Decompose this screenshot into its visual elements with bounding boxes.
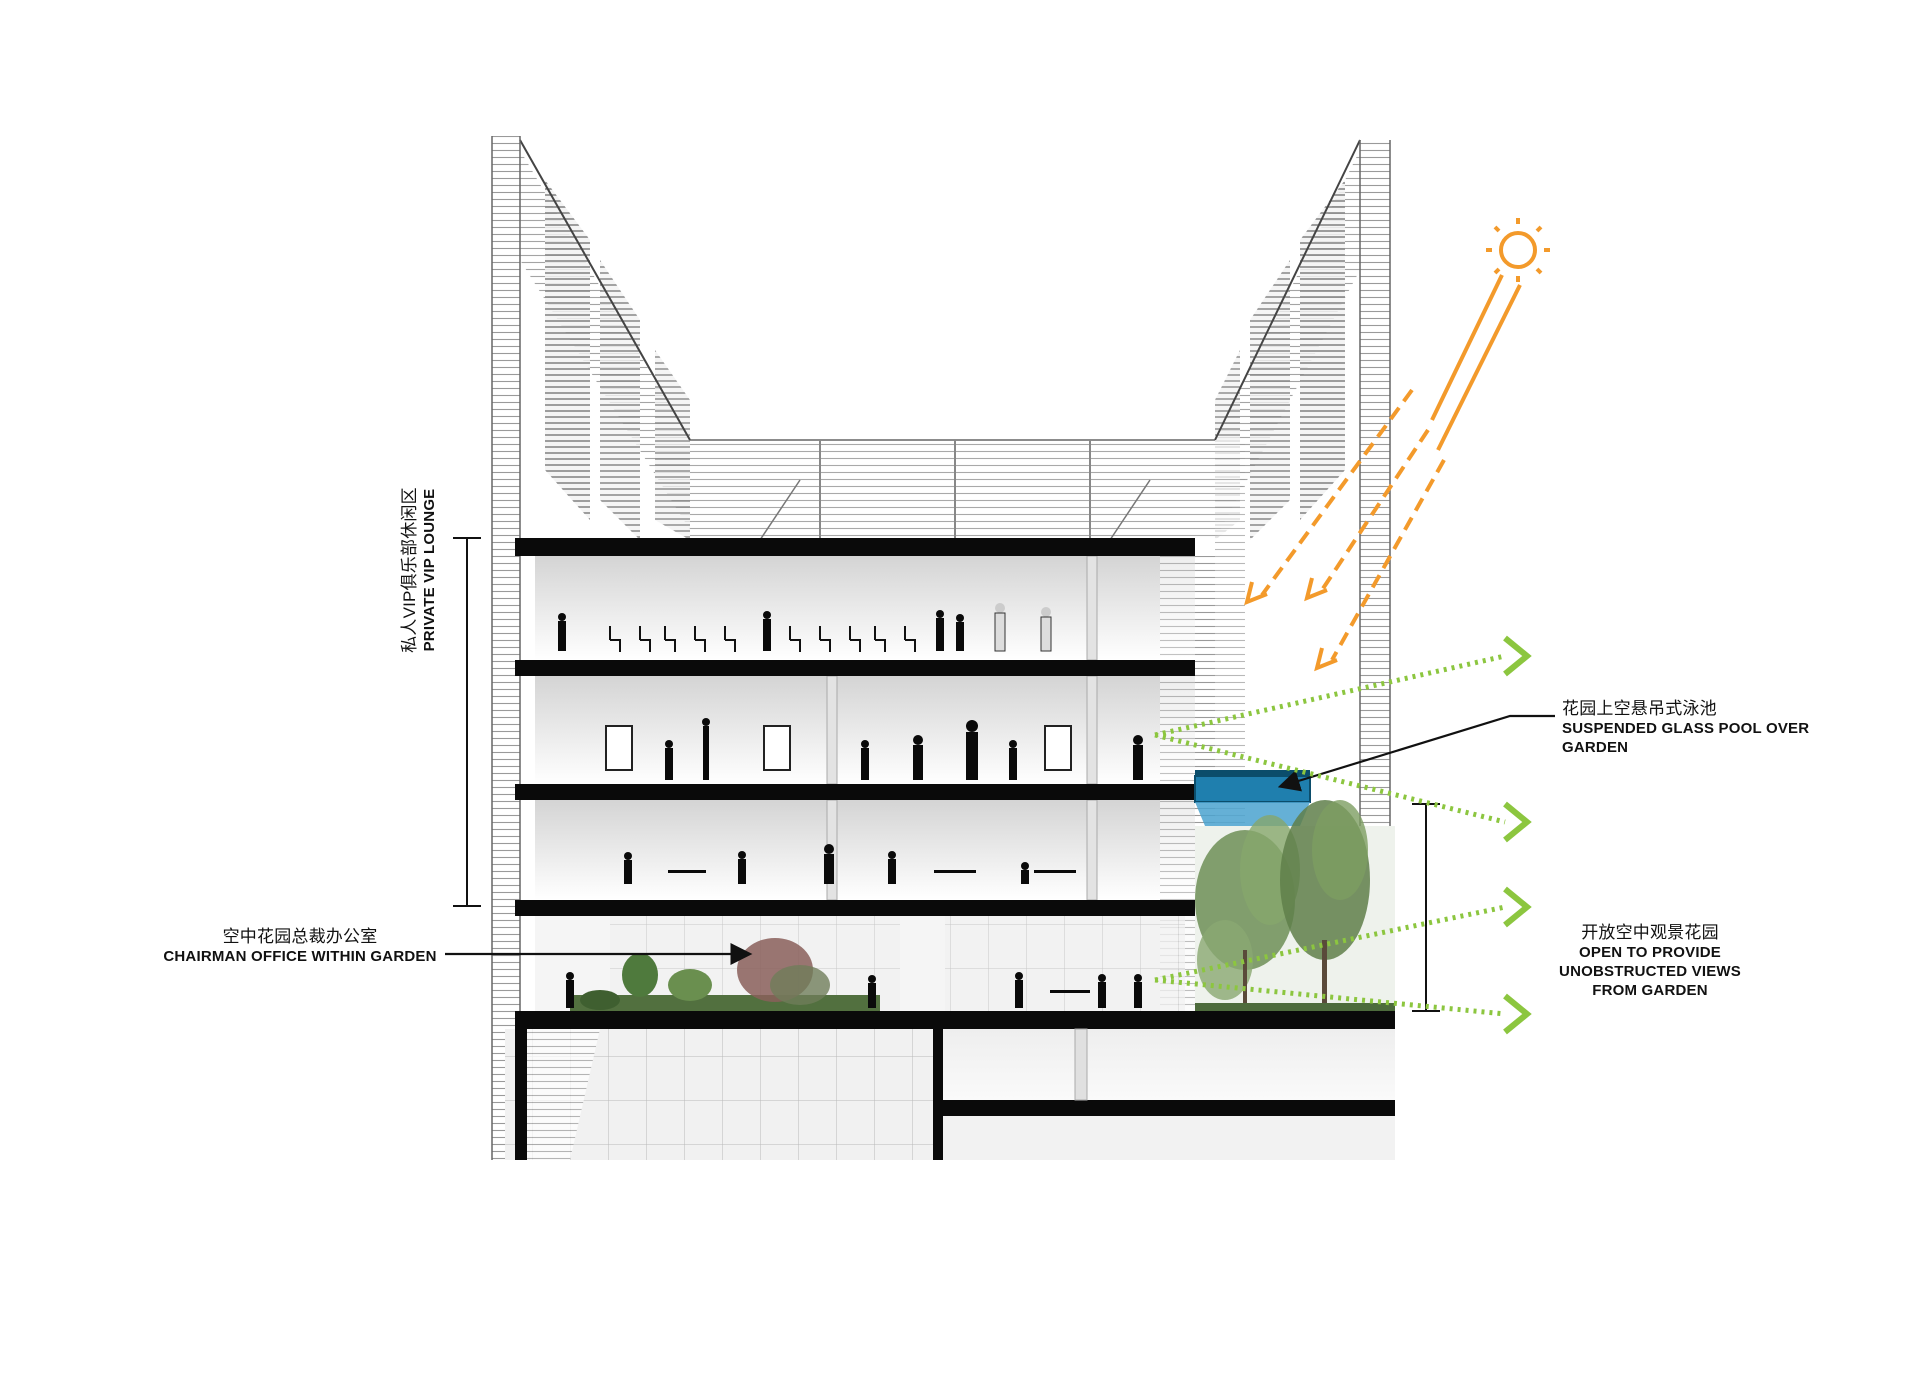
chairman-office-label: 空中花园总裁办公室 CHAIRMAN OFFICE WITHIN GARDEN	[120, 922, 480, 966]
open-sky-garden	[1195, 800, 1395, 1011]
view-arrows	[1154, 635, 1532, 1035]
chairman-garden-plants	[570, 938, 880, 1011]
rooftop-screen	[690, 439, 1215, 541]
leader-arrows	[445, 714, 1555, 965]
glass-pool-label-en-1: SUSPENDED GLASS POOL OVER	[1562, 720, 1810, 737]
open-views-label-en-2: UNOBSTRUCTED VIEWS	[1559, 963, 1741, 980]
floor-slabs	[515, 538, 1395, 1116]
chairman-office-label-cn: 空中花园总裁办公室	[222, 927, 378, 946]
lower-level	[505, 1028, 1395, 1160]
vip-lounge-label-en: PRIVATE VIP LOUNGE	[421, 488, 438, 652]
floor-3-people	[624, 844, 1076, 884]
suspended-glass-pool	[1194, 770, 1311, 826]
open-views-label-en-3: FROM GARDEN	[1592, 982, 1708, 999]
glass-pool-label: 花园上空悬吊式泳池 SUSPENDED GLASS POOL OVER GARD…	[1562, 694, 1862, 757]
chairman-office-label-en: CHAIRMAN OFFICE WITHIN GARDEN	[163, 948, 437, 965]
glass-pool-label-en-2: GARDEN	[1562, 739, 1629, 756]
dashed-arrow-icon	[1304, 577, 1328, 602]
ground-floor-people	[566, 972, 1142, 1008]
pool-leader-arrow	[1277, 714, 1555, 792]
dotted-arrow-icon	[1503, 801, 1532, 843]
open-views-label-cn: 开放空中观景花园	[1581, 923, 1719, 942]
dotted-arrow-icon	[1503, 886, 1532, 928]
people-silhouettes	[558, 603, 1143, 1008]
vip-lounge-label-cn: 私人VIP俱乐部休闲区	[400, 487, 419, 653]
dashed-arrow-icon	[1244, 581, 1268, 606]
dimension-markers	[453, 537, 1440, 1012]
floor-top-people	[558, 603, 1052, 652]
chairs-row	[609, 626, 916, 652]
open-views-label-en-1: OPEN TO PROVIDE	[1579, 944, 1721, 961]
dashed-arrow-icon	[1314, 647, 1338, 672]
sun-icon	[1486, 218, 1550, 282]
dotted-arrow-icon	[1503, 635, 1532, 677]
glass-pool-label-cn: 花园上空悬吊式泳池	[1562, 699, 1717, 718]
left-facade-louvers	[491, 136, 691, 1160]
dotted-arrow-icon	[1503, 993, 1532, 1035]
vip-lounge-label: 私人VIP俱乐部休闲区 PRIVATE VIP LOUNGE	[395, 380, 455, 760]
wall-frames	[605, 725, 1072, 771]
sunlight-rays	[1244, 274, 1522, 672]
open-views-label: 开放空中观景花园 OPEN TO PROVIDE UNOBSTRUCTED VI…	[1550, 918, 1750, 1000]
floor-2-people-sculptures	[665, 718, 1143, 780]
